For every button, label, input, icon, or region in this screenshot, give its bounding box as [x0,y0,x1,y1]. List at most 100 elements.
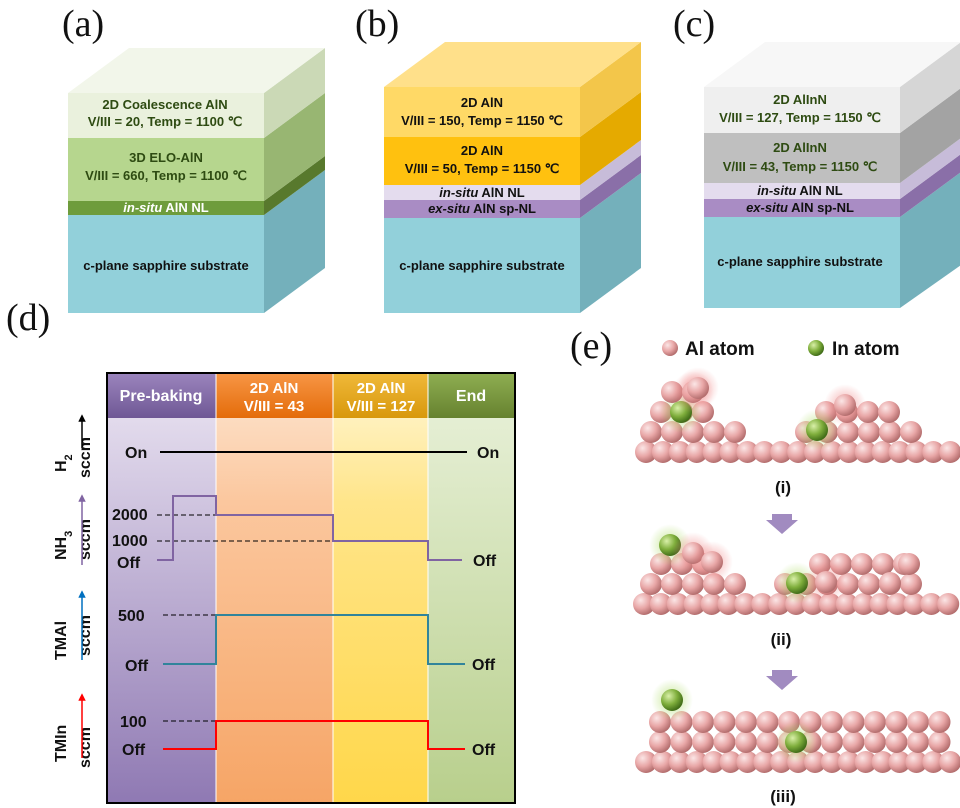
tmal-right-value: Off [472,657,496,674]
nh3-right-value: Off [473,553,497,570]
panel-label-b: (b) [355,3,399,45]
insitu-layer-b [384,185,580,200]
al-atom [668,441,691,463]
header-prebaking-text: Pre-baking [120,388,203,405]
tmal-trace [163,614,465,665]
al-atom [651,751,674,773]
al-atom [649,593,672,615]
al-atom [666,593,689,615]
stage-label-i: (i) [775,478,791,497]
axis-h2-unit: sccm [77,437,94,478]
coalescence-name-a: 2D Coalescence AlN [102,97,227,112]
header-step-43-line2: V/III = 43 [244,398,304,415]
exsitu-label-b: ex-situ AlN sp-NL [428,201,536,216]
al-atom [821,731,843,753]
al-atom [713,711,736,733]
al-atom [937,593,960,615]
top-alinn-cond-c: V/III = 127, Temp = 1150 ℃ [719,110,881,125]
substrate-label-b: c-plane sapphire substrate [399,258,564,273]
elo-layer-a [68,138,264,201]
elo-side-a [264,93,325,201]
al-atom [670,731,693,753]
tmin-trace [163,720,465,750]
sp-nl-layer-c [704,199,900,217]
top-aln-name-b: 2D AlN [461,95,503,110]
mid-aln-name-b: 2D AlN [461,143,503,158]
panel-label-a: (a) [62,3,104,45]
panel-label-c: (c) [673,3,715,45]
timing-frame [106,372,516,804]
al-atom [640,421,662,443]
tmal-level-500: 500 [118,608,145,625]
al-atom [858,573,880,595]
mid-aln-cond-b: V/III = 50, Temp = 1150 ℃ [405,161,560,176]
al-atom [858,421,880,443]
top-alinn-side-c [900,42,960,133]
nh3-level-2000: 2000 [112,507,148,524]
header-step-43-line1: 2D AlN [250,380,299,397]
al-atom [864,731,886,753]
al-atom [879,572,901,594]
top-alinn-name-c: 2D AlInN [773,92,827,107]
al-atom [900,421,922,443]
axis-tmin: TMIn [53,725,70,762]
al-atom [735,711,757,733]
al-atom [640,573,662,595]
al-atom [872,553,894,575]
al-atom [907,711,929,733]
coalescence-top-a [68,48,325,93]
al-atom [685,441,708,463]
al-atom [703,421,725,443]
nl-label-a: in-situ AlN NL [123,200,209,215]
nl-layer-a [68,201,264,215]
top-alinn-top-c [704,42,960,87]
al-atom [837,421,859,443]
stage-arrow-2 [766,670,798,690]
coalescence-side-a [264,48,325,138]
col-prebaking [107,373,216,803]
al-atom [683,593,706,615]
al-atom [922,751,945,773]
mid-alinn-cond-c: V/III = 43, Temp = 1150 ℃ [723,159,878,174]
al-atom [939,751,960,773]
mid-alinn-side-c [900,88,960,183]
insitu-label-c: in-situ AlN NL [757,183,843,198]
stage-arrow-1 [766,514,798,534]
al-atom [668,751,691,773]
top-aln-top-b [384,42,641,87]
axis-nh3-unit: sccm [77,519,94,560]
in-atom [785,731,807,753]
insitu-side-b [580,140,641,200]
panel-c: (c) 2D AlInN V/III = 127, Temp = 1150 ℃ … [673,3,960,308]
al-atom [701,551,723,573]
stage-label-ii: (ii) [771,630,792,649]
mid-aln-layer-b [384,137,580,185]
header-end-text: End [456,388,486,405]
substrate-label-c: c-plane sapphire substrate [717,254,882,269]
col-step-43 [216,373,333,803]
header-step-127-line1: 2D AlN [357,380,406,397]
h2-right-value: On [477,445,499,462]
panel-label-e: (e) [570,325,612,367]
al-atom [852,593,875,615]
tmin-level-100: 100 [120,714,147,731]
al-atom [633,593,655,615]
al-atom [878,401,900,423]
al-atom [871,441,894,463]
al-atom [661,573,683,595]
header-step-127-line2: V/III = 127 [347,398,416,415]
al-atom [835,593,858,615]
axis-nh3: NH3 [53,531,75,560]
sp-nl-side-c [900,154,960,217]
legend-al-atom-icon [662,340,678,356]
al-atom [713,731,736,753]
al-atom [837,751,860,773]
elo-name-a: 3D ELO-AlN [129,150,203,165]
top-aln-side-b [580,42,641,137]
al-atom [753,751,776,773]
al-atom [702,751,725,773]
header-end [428,373,515,418]
panel-d: (d) Pre-baking 2D AlN V/III = 43 2D AlN … [6,297,516,804]
al-atom [879,421,901,443]
